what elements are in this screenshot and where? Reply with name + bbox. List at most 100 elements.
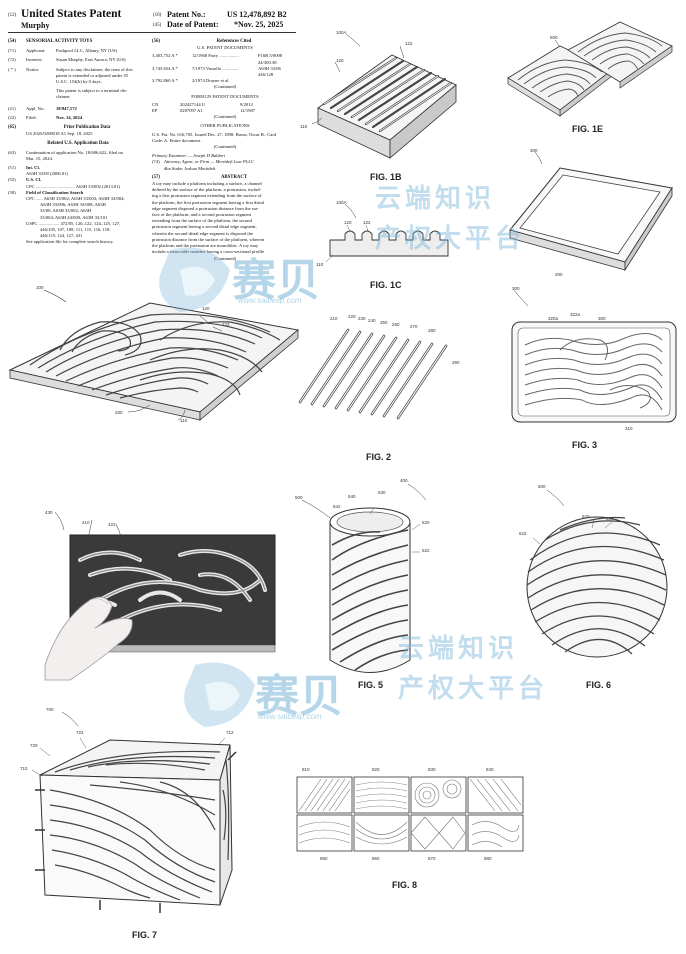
ref-300-b: 300	[598, 316, 606, 321]
fig-1e-label: FIG. 1E	[572, 124, 604, 134]
code-10: (10)	[153, 13, 162, 18]
date-label: Date of Patent:	[167, 20, 219, 29]
ref-712: 712	[226, 730, 234, 735]
ref-120-1c: 120	[344, 220, 352, 225]
ref-542: 542	[333, 504, 341, 509]
ref-430: 430	[45, 510, 53, 515]
ref-322a: 322a	[570, 312, 581, 317]
watermark-cn-1a: 云端知识	[375, 184, 496, 214]
ref-610: 610	[606, 516, 614, 521]
inventor: Susan Murphy, East Aurora, NY (US)	[56, 57, 126, 63]
ref-820: 820	[372, 767, 380, 772]
examiner: Primary Examiner — Joseph D Baldori	[152, 153, 226, 159]
ref-722: 722	[76, 730, 84, 735]
ref-600: 600	[538, 484, 546, 489]
ref-330: 330	[115, 410, 123, 415]
fig-5-label: FIG. 5	[358, 680, 384, 690]
ref-230: 230	[358, 316, 366, 321]
watermark-cn-1b: 产权大平台	[375, 224, 526, 254]
header-rule	[8, 32, 296, 33]
ref-880: 880	[484, 856, 492, 861]
fig-8-label: FIG. 8	[392, 880, 418, 890]
patent-no-label: Patent No.:	[167, 10, 206, 19]
ref-300: 300	[512, 286, 520, 291]
ref-120: 120	[202, 306, 210, 311]
ref-400: 400	[400, 478, 408, 483]
ref-520: 520	[422, 520, 430, 525]
code-45: (45)	[153, 23, 162, 28]
watermark-logo-icon-2	[184, 662, 255, 727]
ref-860: 860	[372, 856, 380, 861]
ref-100: 100	[36, 285, 44, 290]
ref-300-1d: 300	[530, 148, 538, 153]
watermark-brand-1: 赛贝	[232, 255, 320, 306]
patent-no: US 12,478,892 B2	[227, 10, 287, 19]
fig-6-label: FIG. 6	[586, 680, 612, 690]
biblio-left: (54)SENSORIAL ACTIVITY TOYS (71)Applican…	[8, 39, 148, 246]
abstract: A toy may include a platform including a…	[152, 181, 265, 255]
filed-date: Nov. 14, 2024	[56, 114, 83, 120]
ref-710: 710	[20, 766, 28, 771]
ref-410: 410	[82, 520, 90, 525]
ref-122-1c: 122	[363, 220, 371, 225]
code-12: (12)	[8, 13, 17, 18]
ref-622: 622	[519, 531, 527, 536]
ref-270: 270	[410, 324, 418, 329]
ref-100a-1c: 100A	[336, 200, 347, 205]
ref-240: 240	[368, 318, 376, 323]
ref-500-1e: 500	[550, 35, 558, 40]
ref-122-1b: 122	[405, 41, 413, 46]
ref-250: 250	[380, 320, 388, 325]
watermark-brand-2: 赛贝	[255, 671, 343, 722]
inventor-surname: Murphy	[21, 21, 50, 30]
watermark-cn-2a: 云端知识	[398, 634, 519, 664]
watermark-url-1: www.saibeiip.com	[238, 296, 302, 305]
ref-840: 840	[486, 767, 494, 772]
ref-260: 260	[392, 322, 400, 327]
ref-522: 522	[422, 548, 430, 553]
biblio-right: (56)References Cited U.S. PATENT DOCUMEN…	[152, 39, 298, 262]
ref-422: 422	[108, 522, 116, 527]
watermark-url-2: www.saibeiip.com	[258, 712, 322, 721]
ref-290: 290	[452, 360, 460, 365]
related-heading: Related U.S. Application Data	[47, 141, 109, 147]
fig-2-label: FIG. 2	[366, 452, 392, 462]
patent-date: *Nov. 25, 2025	[234, 20, 284, 29]
ref-122: 122	[222, 322, 230, 327]
ref-200: 200	[555, 272, 563, 277]
ref-720: 720	[30, 743, 38, 748]
ref-110-1c: 110	[316, 262, 324, 267]
ref-110: 110	[180, 418, 188, 423]
ref-110-1b: 110	[300, 124, 308, 129]
ref-870: 870	[428, 856, 436, 861]
ref-810: 810	[302, 767, 310, 772]
watermark-cn-2b: 产权大平台	[398, 674, 549, 704]
ref-540: 540	[348, 494, 356, 499]
ref-850: 850	[320, 856, 328, 861]
fig-1c-label: FIG. 1C	[370, 280, 402, 290]
ref-500: 500	[295, 495, 303, 500]
fig-1b-label: FIG. 1B	[370, 172, 402, 182]
prior-pub: US 2025/0208018 A1 Sep. 18, 2025	[26, 131, 93, 137]
fig-7-label: FIG. 7	[132, 930, 158, 940]
title: SENSORIAL ACTIVITY TOYS	[26, 39, 93, 44]
fig-3-label: FIG. 3	[572, 440, 598, 450]
fig8-tiles	[296, 776, 524, 852]
patent-type: United States Patent	[21, 8, 122, 20]
ref-620: 620	[582, 514, 590, 519]
applicant: Pushpool LLC, Albany, NY (US)	[56, 48, 118, 54]
ref-530: 530	[378, 490, 386, 495]
ref-310: 310	[625, 426, 633, 431]
ref-210: 210	[330, 316, 338, 321]
ref-100a: 100A	[336, 30, 347, 35]
watermark-logo-icon	[159, 247, 230, 312]
ref-320a: 320a	[548, 316, 559, 321]
ref-830: 830	[428, 767, 436, 772]
us-docs: 3,403,752 A *12/1968 Parry .............…	[152, 53, 283, 84]
appl-no: 18/947,172	[56, 105, 77, 111]
ref-220: 220	[348, 314, 356, 319]
ref-280: 280	[428, 328, 436, 333]
ref-120-1b: 120	[336, 58, 344, 63]
